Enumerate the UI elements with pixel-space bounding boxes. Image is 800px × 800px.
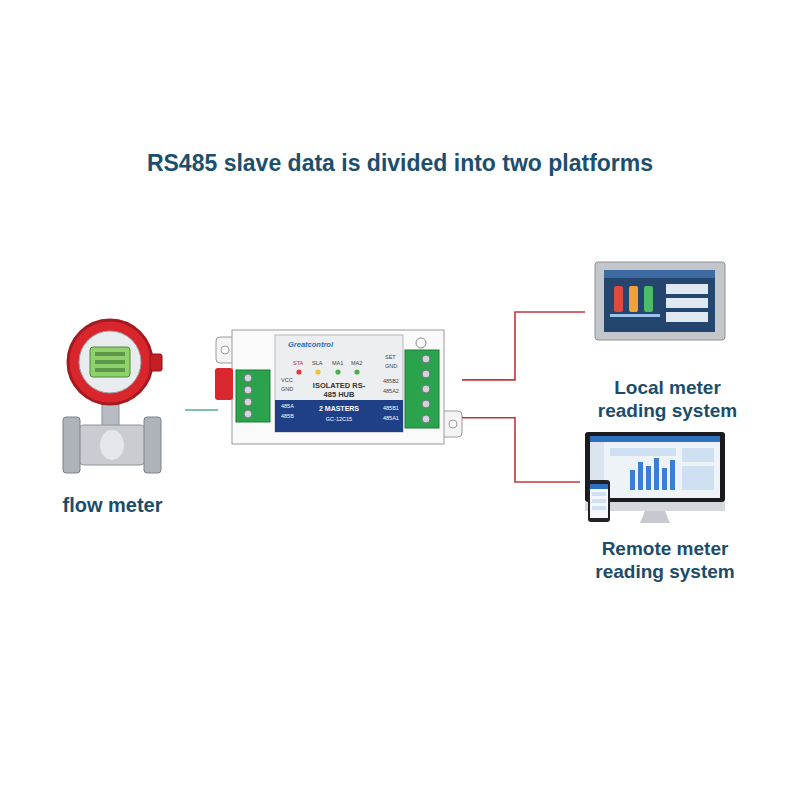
dashboard-bar	[662, 468, 667, 490]
hmi-panel	[666, 312, 708, 322]
connector-wire	[185, 409, 218, 411]
lcd-digits	[95, 360, 125, 364]
meter-knob	[150, 354, 162, 371]
diagram-title: RS485 slave data is divided into two pla…	[0, 150, 800, 177]
terminal-screw	[244, 386, 252, 394]
meter-flange	[63, 417, 80, 473]
mounting-hole	[449, 420, 457, 428]
hub-panel-band	[275, 400, 403, 432]
led-label: MA2	[351, 361, 362, 367]
terminal-block	[236, 370, 270, 422]
phone-row	[592, 499, 606, 503]
meter-lcd	[90, 347, 130, 377]
terminal-screw	[244, 398, 252, 406]
phone-screen	[590, 484, 608, 518]
dashboard-card	[682, 466, 714, 490]
status-led	[315, 369, 320, 374]
terminal-screw	[244, 374, 252, 382]
pin-label: GND	[281, 387, 293, 393]
hub-plate	[232, 330, 444, 444]
pin-label: 485B	[281, 414, 294, 420]
meter-body	[78, 425, 146, 465]
phone-row	[592, 506, 606, 510]
mounting-hole	[221, 346, 229, 354]
dashboard-bar	[630, 470, 635, 490]
dashboard-bar	[638, 462, 643, 490]
dashboard-bar	[654, 458, 659, 490]
terminal-screw	[422, 355, 430, 363]
pin-label: 485B1	[383, 406, 399, 412]
dashboard-card	[610, 448, 676, 456]
hmi-tank	[644, 286, 653, 312]
set-button	[416, 338, 426, 348]
status-led	[335, 369, 340, 374]
meter-flange	[144, 417, 161, 473]
hmi-panel	[666, 284, 708, 294]
meter-highlight	[100, 430, 124, 460]
flow-meter-node: flow meter	[50, 310, 185, 525]
dashboard-bar	[646, 466, 651, 490]
hmi-tank	[614, 286, 623, 312]
hub-illustration	[215, 330, 462, 444]
terminal-screw	[422, 370, 430, 378]
hmi-illustration	[595, 262, 725, 340]
node-label: 2 MASTERS	[310, 405, 368, 413]
phone-header	[590, 484, 608, 489]
hmi-pipe	[610, 314, 660, 317]
connector-wire	[462, 418, 580, 482]
terminal-block	[405, 350, 439, 428]
meter-housing	[68, 320, 152, 404]
terminal-screw	[422, 400, 430, 408]
monitor-stand	[640, 511, 670, 523]
meter-face	[79, 331, 141, 393]
connector-wire	[462, 312, 585, 380]
led-label: STA	[293, 361, 303, 367]
hmi-tank	[629, 286, 638, 312]
dashboard-bar	[670, 460, 675, 490]
phone-body	[588, 480, 610, 522]
node-label: Remote meter reading system	[580, 538, 750, 584]
node-label: flow meter	[50, 493, 175, 517]
terminal-screw	[422, 385, 430, 393]
monitor-illustration	[585, 432, 725, 523]
pin-label: 485B2	[383, 379, 399, 385]
hub-panel	[275, 335, 403, 432]
hmi-header	[604, 270, 715, 278]
hmi-node: Local meter reading system	[585, 255, 750, 425]
lcd-digits	[95, 368, 125, 372]
terminal-screw	[244, 410, 252, 418]
node-label: GC-12C15	[310, 416, 368, 423]
terminal-screw	[422, 415, 430, 423]
pin-label: GND	[385, 364, 397, 370]
pin-label: 485A	[281, 404, 294, 410]
lcd-digits	[95, 352, 125, 356]
hmi-screen	[604, 270, 715, 332]
hmi-bezel	[595, 262, 725, 340]
monitor-node: Remote meter reading system	[580, 428, 750, 588]
status-led	[354, 369, 359, 374]
hmi-panel	[666, 298, 708, 308]
node-label: Local meter reading system	[585, 377, 750, 423]
led-label: MA1	[332, 361, 343, 367]
dashboard-header	[590, 436, 720, 442]
node-label: ISOLATED RS-485 HUB	[310, 381, 368, 399]
node-label: Greatcontrol	[288, 340, 358, 349]
flow-meter-illustration	[63, 320, 162, 473]
led-label: SLA	[312, 361, 322, 367]
pin-label: 485A1	[383, 416, 399, 422]
hub-node: GreatcontrolISOLATED RS-485 HUB 2 MASTERS…	[218, 328, 462, 446]
pin-label: VCC	[281, 378, 293, 384]
phone-row	[592, 492, 606, 496]
pin-label: 485A2	[383, 389, 399, 395]
pin-label: SET	[385, 355, 396, 361]
status-led	[296, 369, 301, 374]
dashboard-card	[682, 448, 714, 462]
din-clip	[215, 368, 233, 400]
